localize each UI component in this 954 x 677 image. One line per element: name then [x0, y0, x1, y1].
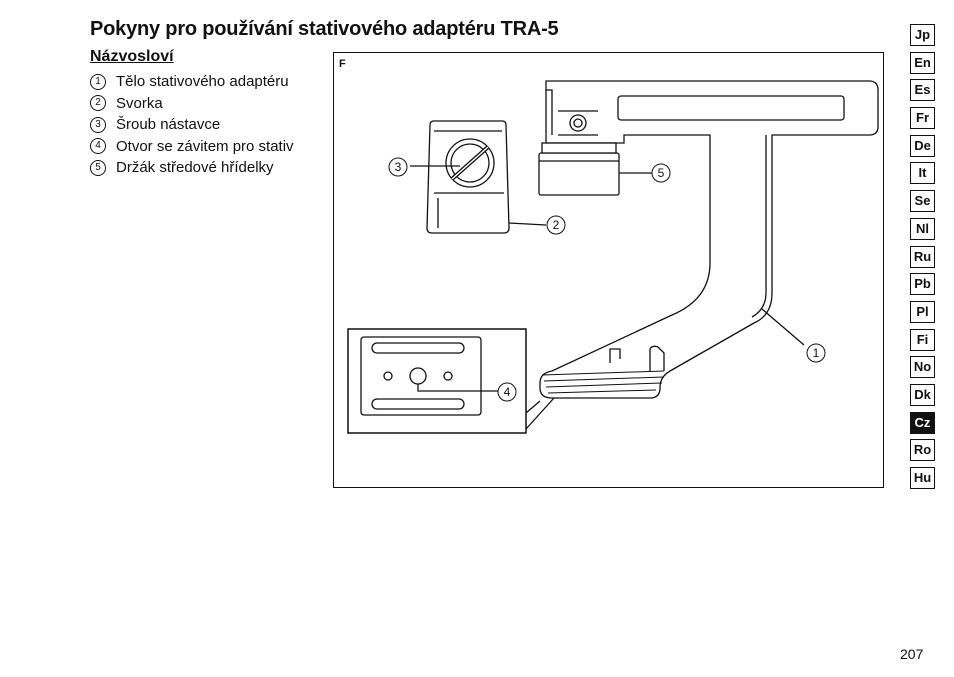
- legend-item: 1 Tělo stativového adaptéru: [90, 71, 294, 93]
- lang-tab-nl[interactable]: Nl: [910, 217, 935, 240]
- lang-tab-en[interactable]: En: [910, 51, 935, 74]
- section-heading: Názvosloví: [90, 48, 174, 65]
- legend-label: Tělo stativového adaptéru: [116, 73, 289, 90]
- attachment-screw: [445, 138, 495, 188]
- legend-item: 3 Šroub nástavce: [90, 114, 294, 136]
- callout-5: [651, 163, 671, 183]
- page-number: 207: [900, 646, 924, 662]
- legend-number: 4: [90, 138, 106, 155]
- callout-3: [388, 157, 408, 177]
- page-title: Pokyny pro používání stativového adaptér…: [90, 18, 559, 40]
- lang-tab-ru[interactable]: Ru: [910, 245, 935, 268]
- callout-4: [497, 382, 517, 402]
- callout-2: [546, 215, 566, 235]
- figure-label: F: [339, 58, 346, 70]
- legend-item: 2 Svorka: [90, 93, 294, 115]
- parts-legend: 1 Tělo stativového adaptéru 2 Svorka 3 Šrou…: [90, 71, 294, 179]
- callout-5-text: 5: [658, 166, 665, 180]
- lang-tab-fi[interactable]: Fi: [910, 328, 935, 351]
- lang-tab-no[interactable]: No: [910, 356, 935, 379]
- lang-tab-pb[interactable]: Pb: [910, 273, 935, 296]
- callout-2-text: 2: [553, 218, 560, 232]
- language-tabs: Jp En Es Fr De It Se Nl Ru Pb Pl Fi No D…: [910, 24, 935, 495]
- legend-number: 3: [90, 116, 106, 133]
- lang-tab-cz[interactable]: Cz: [910, 411, 935, 434]
- adapter-illustration: F: [333, 52, 884, 488]
- lang-tab-dk[interactable]: Dk: [910, 383, 935, 406]
- clamp: [426, 120, 510, 234]
- legend-item: 5 Držák středové hřídelky: [90, 157, 294, 179]
- callout-1: [806, 343, 826, 363]
- lang-tab-es[interactable]: Es: [910, 79, 935, 102]
- legend-label: Otvor se závitem pro stativ: [116, 137, 294, 155]
- legend-item: 4 Otvor se závitem pro stativ: [90, 136, 294, 158]
- callout-4-text: 4: [504, 385, 511, 399]
- callout-3-text: 3: [395, 160, 402, 174]
- lang-tab-pl[interactable]: Pl: [910, 300, 935, 323]
- lang-tab-it[interactable]: It: [910, 162, 935, 185]
- adapter-drawing: 3 2 5 1 4: [347, 80, 879, 434]
- legend-label: Držák středové hřídelky: [116, 159, 274, 176]
- legend-number: 1: [90, 73, 106, 90]
- lang-tab-hu[interactable]: Hu: [910, 467, 935, 489]
- lang-tab-ro[interactable]: Ro: [910, 439, 935, 462]
- inset-detail: [347, 328, 527, 434]
- legend-number: 5: [90, 159, 106, 176]
- lang-tab-fr[interactable]: Fr: [910, 107, 935, 130]
- lang-tab-jp[interactable]: Jp: [910, 24, 935, 46]
- legend-label: Svorka: [116, 94, 163, 112]
- legend-number: 2: [90, 95, 106, 112]
- lang-tab-de[interactable]: De: [910, 134, 935, 157]
- legend-label: Šroub nástavce: [116, 116, 221, 133]
- adapter-body: [539, 80, 879, 399]
- shaft-holder: [538, 152, 620, 196]
- lang-tab-se[interactable]: Se: [910, 190, 935, 213]
- callout-1-text: 1: [813, 346, 820, 360]
